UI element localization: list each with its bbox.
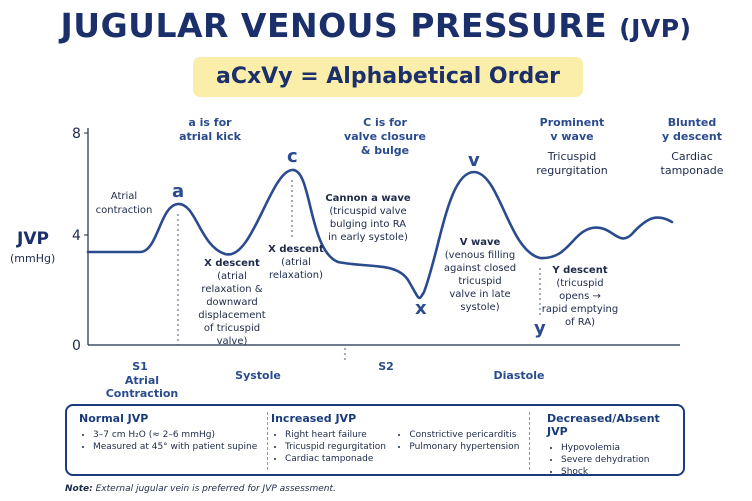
summary-box: Normal JVP 3–7 cm H₂O (≈ 2–6 mmHg) Measu… [65,404,685,478]
x-descent-1-line3: downward [206,297,258,308]
jvp-waveform-diagram: 8 4 0 JVP (mmHg) a c v x y a is for atri… [10,116,724,400]
cannon-line3: in early systole) [328,232,408,243]
x-descent-1-title: X descent [204,258,260,269]
header-a-line2: atrial kick [179,130,242,143]
normal-jvp-section: Normal JVP 3–7 cm H₂O (≈ 2–6 mmHg) Measu… [79,412,264,453]
subheader-tr-line2: regurgitation [536,164,608,177]
cannon-line1: (tricuspid valve [329,206,406,217]
v-wave-title: V wave [460,237,501,248]
x-label-s2: S2 [378,360,394,373]
x-descent-1-line1: (atrial [217,271,247,282]
y-descent-title: Y descent [551,265,607,276]
x-descent-2-line1: (atrial [281,257,311,268]
y-descent-line4: of RA) [565,317,595,328]
list-item: Tricuspid regurgitation [285,441,395,453]
x-descent-2-title: X descent [268,244,324,255]
y-descent-line1: (tricuspid [556,278,603,289]
decreased-jvp-section: Decreased/Absent JVP Hypovolemia Severe … [547,412,679,478]
wave-letter-y: y [534,318,546,339]
y-axis-label: JVP [16,229,49,249]
y-axis-unit: (mmHg) [10,252,55,265]
x-label-atrial-line1: Atrial [125,374,159,387]
subheader-tr-line1: Tricuspid [547,150,596,163]
header-y-line2: y descent [662,130,722,143]
subheader-ct-line2: tamponade [661,164,724,177]
v-wave-line5: systole) [460,302,499,313]
decreased-jvp-title: Decreased/Absent JVP [547,412,660,438]
header-a-line1: a is for [188,116,232,129]
v-wave-line2: against closed [444,263,516,274]
list-item: 3–7 cm H₂O (≈ 2–6 mmHg) [93,429,264,441]
list-item: Right heart failure [285,429,395,441]
section-divider [267,412,268,470]
list-item: Hypovolemia [561,442,679,454]
x-descent-1-line6: valve) [217,336,248,347]
condition-subheaders: Tricuspid regurgitation Cardiac tamponad… [536,150,723,177]
header-v-line1: Prominent [540,116,605,129]
list-item: Cardiac tamponade [285,453,395,465]
x-descent-2-line2: relaxation) [269,270,323,281]
atrial-contraction-line1: Atrial [111,191,137,202]
x-descent-1-line5: of tricuspid [204,323,260,334]
y-tick-label-8: 8 [72,126,81,142]
wave-letter-x: x [415,298,427,319]
list-item: Constrictive pericarditis [409,429,531,441]
list-item: Measured at 45° with patient supine [93,441,264,453]
x-label-diastole: Diastole [494,369,545,382]
subheader-ct-line1: Cardiac [671,150,713,163]
header-v-line2: v wave [550,130,593,143]
header-c-line2: valve closure [344,130,426,143]
v-wave-line3: tricuspid [458,276,501,287]
wave-letter-c: c [287,146,298,167]
atrial-contraction-line2: contraction [96,205,153,216]
increased-jvp-section: Increased JVP Right heart failure Tricus… [271,412,531,465]
normal-jvp-title: Normal JVP [79,412,149,425]
x-axis-labels: S1 Atrial Contraction Systole S2 Diastol… [106,360,545,400]
y-descent-line3: rapid emptying [542,304,618,315]
list-item: Severe dehydration [561,454,679,466]
x-label-s1: S1 [132,360,148,373]
page-title: JUGULAR VENOUS PRESSURE (JVP) [0,6,752,45]
y-descent-line2: opens → [559,291,601,302]
cannon-title: Cannon a wave [325,193,411,204]
annotations: Atrial contraction X descent (atrial rel… [96,191,619,347]
increased-jvp-columns: Right heart failure Tricuspid regurgitat… [271,425,531,465]
footnote: Note: External jugular vein is preferred… [65,484,336,494]
title-main: JUGULAR VENOUS PRESSURE [60,6,608,45]
x-descent-1-line2: relaxation & [201,284,262,295]
normal-jvp-list: 3–7 cm H₂O (≈ 2–6 mmHg) Measured at 45° … [79,429,264,453]
x-descent-1-line4: displacement [198,310,265,321]
wave-headers: a is for atrial kick C is for valve clos… [179,116,722,157]
mnemonic-banner: aCxVy = Alphabetical Order [193,57,583,97]
footnote-text: External jugular vein is preferred for J… [95,484,336,494]
cannon-line2: bulging into RA [330,219,406,230]
wave-letter-a: a [172,181,184,202]
increased-jvp-list-2: Constrictive pericarditis Pulmonary hype… [395,429,531,465]
x-label-systole: Systole [235,369,281,382]
increased-jvp-title: Increased JVP [271,412,357,425]
header-c-line1: C is for [363,116,407,129]
footnote-label: Note: [65,484,93,494]
jvp-curve [86,168,674,300]
x-label-atrial-line2: Contraction [106,387,179,400]
increased-jvp-list-1: Right heart failure Tricuspid regurgitat… [271,429,395,465]
header-c-line3: & bulge [361,144,409,157]
list-item: Shock [561,466,679,478]
v-wave-line4: valve in late [449,289,510,300]
y-tick-label-0: 0 [72,338,81,354]
wave-letter-v: v [468,150,480,171]
header-y-line1: Blunted [668,116,716,129]
v-wave-line1: (venous filling [445,250,515,261]
y-tick-label-4: 4 [72,228,81,244]
list-item: Pulmonary hypertension [409,441,531,453]
decreased-jvp-list: Hypovolemia Severe dehydration Shock [547,442,679,478]
section-divider [529,412,530,470]
title-abbr: (JVP) [619,14,692,43]
